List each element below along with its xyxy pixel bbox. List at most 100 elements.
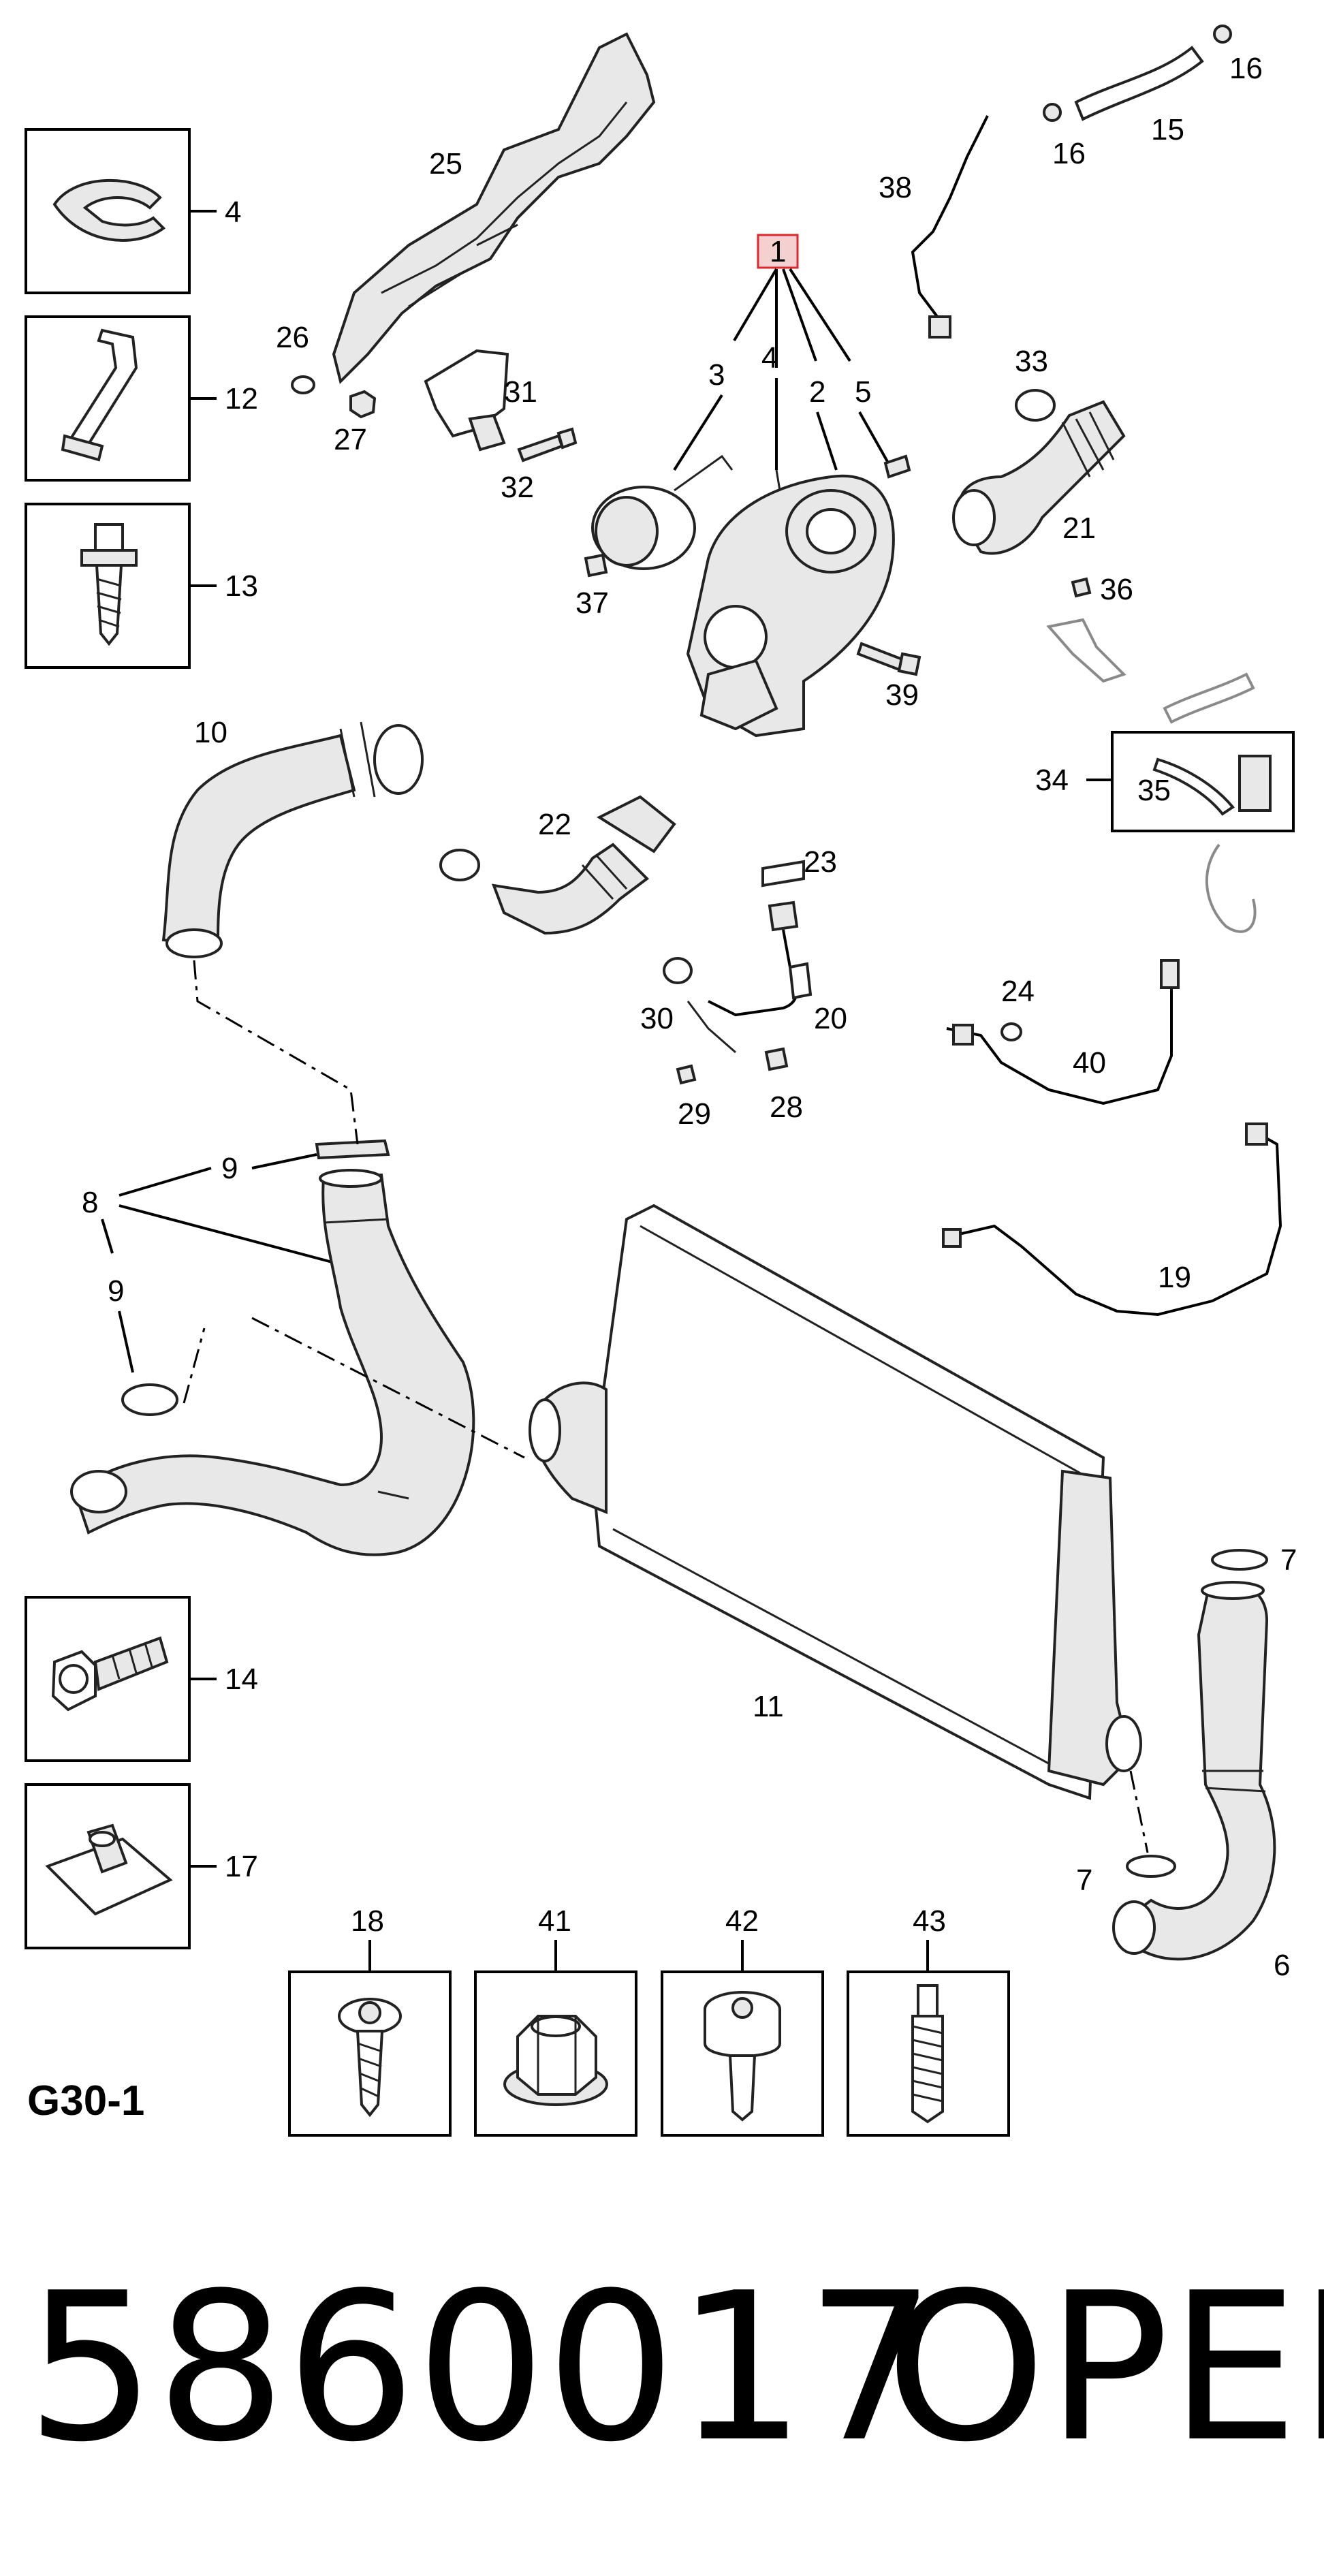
sheet-code: G30-1	[27, 2077, 144, 2124]
nut-27	[349, 390, 377, 419]
callout-3: 3	[708, 358, 725, 392]
oil-line-40	[946, 959, 1180, 1105]
washer-26	[291, 375, 315, 394]
clip-icon	[52, 179, 166, 242]
fastener-box-43: 43	[847, 1904, 1010, 2137]
brand-label: OPEL	[885, 2249, 1324, 2487]
callout-19: 19	[1158, 1261, 1191, 1294]
callout-40: 40	[1073, 1046, 1106, 1080]
fastener-box-42: 42	[661, 1904, 824, 2137]
callout-33: 33	[1015, 345, 1048, 378]
callout-34: 34	[1035, 764, 1069, 797]
pipe-22	[439, 795, 676, 935]
callout-21: 21	[1062, 512, 1096, 545]
callout-41: 41	[538, 1904, 571, 1938]
stud-5	[883, 454, 911, 479]
charge-air-pipe-8	[70, 1169, 475, 1556]
callout-14: 14	[225, 1663, 258, 1696]
callout-35: 35	[1137, 774, 1171, 807]
clamp-7-top	[1211, 1549, 1268, 1571]
callout-31: 31	[504, 375, 537, 409]
detail-box-34	[1111, 731, 1295, 832]
fastener-box-18: 18	[288, 1904, 452, 2137]
callout-27: 27	[334, 423, 367, 456]
callout-36: 36	[1100, 573, 1133, 606]
callout-7-bottom: 7	[1076, 1864, 1092, 1897]
callout-37: 37	[576, 586, 609, 620]
oil-line-20	[708, 900, 813, 1017]
callout-30: 30	[640, 1002, 674, 1035]
nut-icon	[503, 2015, 608, 2106]
callout-4-box: 4	[225, 195, 241, 229]
callout-1: 1	[770, 235, 786, 268]
callout-5: 5	[855, 375, 871, 409]
turbocharger	[686, 474, 895, 738]
callout-23: 23	[804, 845, 837, 879]
callout-43: 43	[913, 1904, 946, 1938]
callout-10: 10	[194, 716, 227, 749]
callout-28: 28	[770, 1090, 803, 1124]
callout-42: 42	[725, 1904, 759, 1938]
bolt-39	[856, 642, 921, 676]
callout-1-highlight	[757, 234, 799, 269]
callout-16-top: 16	[1229, 52, 1263, 85]
grey-hose	[1205, 843, 1257, 933]
seal-24	[1000, 1022, 1022, 1041]
callout-6: 6	[1274, 1949, 1290, 1982]
callout-4-turbo: 4	[761, 341, 778, 375]
clamp-9-top	[315, 1139, 390, 1160]
torx-bolt-icon-2	[704, 1991, 781, 2122]
washer-30	[663, 957, 693, 984]
detail-box-13: 13	[25, 503, 258, 669]
charge-air-pipe-6	[1112, 1581, 1276, 1961]
bolt-29	[676, 1064, 697, 1085]
callout-11: 11	[753, 1690, 784, 1723]
gasket-23	[761, 860, 805, 888]
callout-39: 39	[885, 678, 919, 712]
bracket-29	[687, 1001, 736, 1054]
callout-16-mid: 16	[1052, 137, 1086, 170]
callout-25: 25	[429, 147, 462, 180]
hose-15	[1074, 46, 1204, 121]
callout-32: 32	[501, 471, 534, 504]
bolt-28	[764, 1047, 789, 1071]
detail-box-14: 14	[25, 1596, 258, 1762]
callout-20: 20	[814, 1002, 847, 1035]
clamp-16-mid	[1043, 103, 1062, 122]
callout-24: 24	[1001, 975, 1035, 1008]
screw-icon	[338, 1998, 402, 2118]
detail-box-12: 12	[25, 315, 258, 482]
callout-18: 18	[351, 1904, 384, 1938]
clamp-16-top	[1213, 25, 1232, 44]
part-number: 5860017	[26, 2249, 936, 2487]
inlet-pipe-21	[952, 400, 1126, 555]
callout-29: 29	[678, 1097, 711, 1131]
callout-12: 12	[225, 382, 258, 415]
callout-9-left: 9	[108, 1274, 124, 1308]
callout-2: 2	[809, 375, 825, 409]
bolt-36	[1071, 577, 1092, 598]
callout-26: 26	[276, 321, 309, 354]
callout-22: 22	[538, 808, 571, 841]
heat-shield	[332, 32, 656, 384]
pipe-38	[911, 115, 989, 339]
line-19	[942, 1122, 1282, 1317]
clamp-9-left	[121, 1383, 178, 1416]
seal-33	[1015, 389, 1056, 422]
callout-38: 38	[879, 171, 912, 204]
grey-bracket	[1046, 618, 1255, 724]
callout-17: 17	[225, 1850, 258, 1883]
wire-4	[775, 469, 781, 491]
callout-7-top: 7	[1280, 1543, 1297, 1577]
clamp-7-bottom	[1126, 1855, 1176, 1878]
intercooler-11	[529, 1204, 1142, 1800]
torx-bolt-icon	[51, 1636, 169, 1712]
stud-icon	[911, 1984, 944, 2124]
callout-9-top: 9	[221, 1152, 238, 1185]
bolt-icon	[80, 523, 138, 646]
bracket-31	[424, 349, 509, 452]
detail-box-4: 4	[25, 128, 241, 294]
detail-box-17: 17	[25, 1783, 258, 1949]
bolt-32	[517, 427, 578, 462]
